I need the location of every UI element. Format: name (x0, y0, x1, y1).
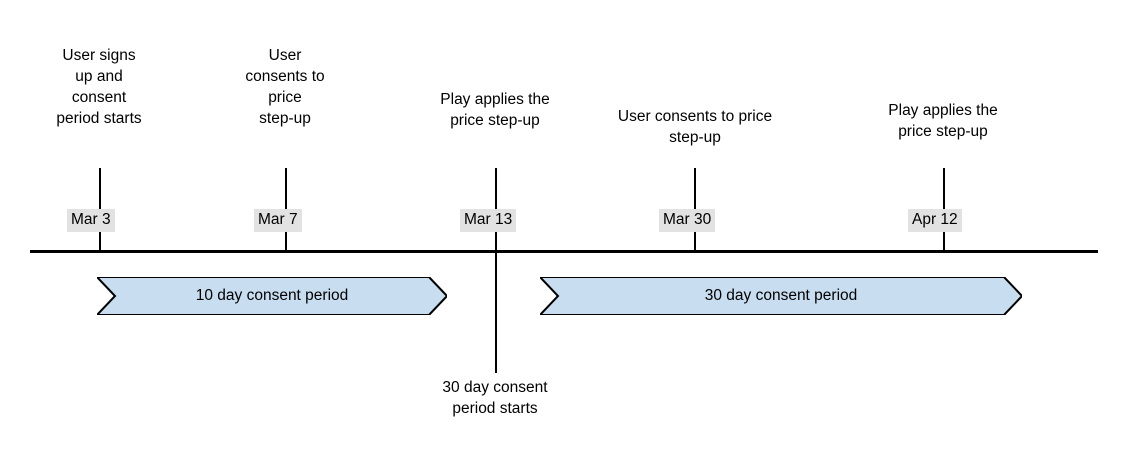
annotation-tick-thirty-day-consent-period-starts (495, 250, 497, 373)
event-label-mar-3: User signs up and consent period starts (56, 47, 142, 127)
event-label-mar-30: User consents to price step-up (617, 108, 773, 146)
annotation-label-thirty-day-consent-period-starts: 30 day consent period starts (442, 379, 548, 417)
date-chip-mar-3: Mar 3 (67, 209, 115, 232)
period-bar-ten-day-consent-period: 10 day consent period (97, 277, 447, 315)
period-bar-shape-thirty-day-consent-period (540, 277, 1022, 315)
date-chip-mar-13: Mar 13 (460, 209, 517, 232)
timeline-axis (30, 250, 1098, 253)
period-label-ten-day-consent-period: 10 day consent period (195, 287, 349, 304)
period-bar-thirty-day-consent-period: 30 day consent period (540, 277, 1022, 315)
event-label-mar-13: Play applies the price step-up (440, 91, 550, 129)
event-label-apr-12: Play applies the price step-up (888, 102, 998, 140)
date-chip-apr-12: Apr 12 (908, 209, 962, 232)
period-label-thirty-day-consent-period: 30 day consent period (704, 287, 858, 304)
date-chip-mar-7: Mar 7 (254, 209, 302, 232)
event-label-mar-7: User consents to price step-up (245, 47, 325, 127)
period-bar-shape-ten-day-consent-period (97, 277, 447, 315)
date-chip-mar-30: Mar 30 (659, 209, 716, 232)
